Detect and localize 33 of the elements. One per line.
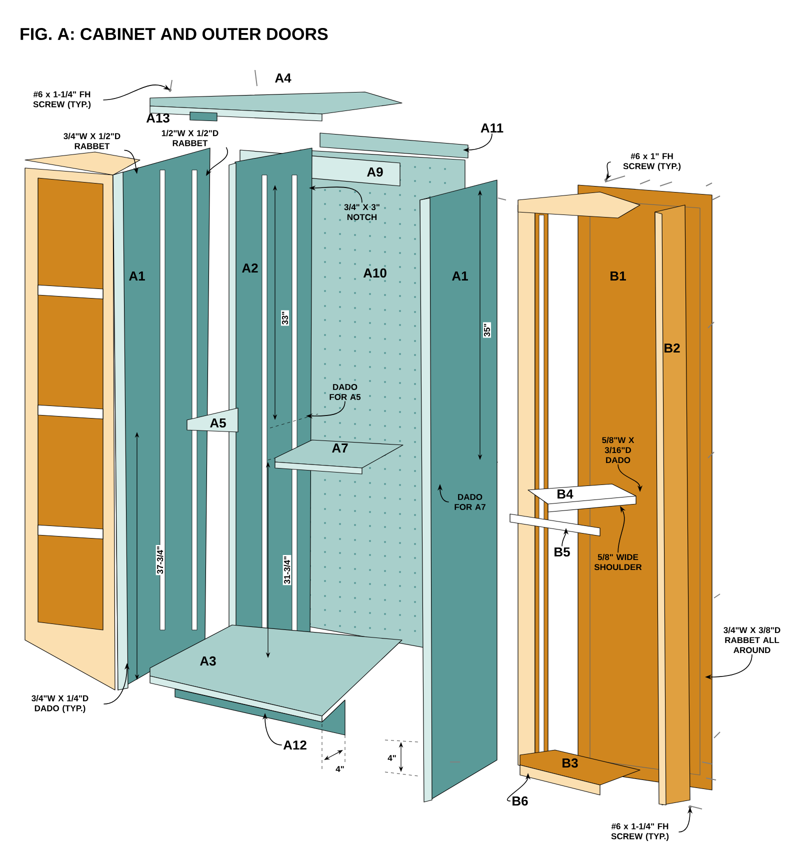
shelf-board: B4 [528,484,636,512]
dimension-label: 4" [336,766,344,772]
cleat-board [510,514,600,536]
part-label: A10 [363,268,386,278]
callout-text: 5/8" WIDE SHOULDER [594,554,642,570]
callout-text: 3/4" X 3" NOTCH [344,204,380,220]
callout-text: DADO FOR A7 [454,494,486,510]
part-label: A4 [275,74,292,82]
title: FIG. A: CABINET AND OUTER DOORS [20,28,328,40]
rail-board [174,688,346,736]
callout-text: #6 x 1-1/4" FH SCREW (TYP.) [33,91,91,109]
part-label: A5 [210,418,226,428]
part-label: A11 [480,124,504,132]
callout-text: #6 x 1-1/4" FH SCREW (TYP.) [611,823,669,841]
callout-text: DADO FOR A5 [330,384,361,400]
dimension-label: 4" [388,755,396,761]
part-label: B5 [554,547,570,557]
part-label: A7 [332,444,348,452]
pegboard-strip [320,132,468,158]
part-label: B2 [664,343,680,353]
callout-text: 1/2"W X 1/2"D RABBET [162,130,218,146]
callout-text: #6 x 1" FH SCREW (TYP.) [623,153,681,171]
callout-text: 3/4"W X 3/8"D RABBET ALL AROUND [724,626,780,654]
part-label: B3 [562,758,578,768]
callout-text: 5/8"W X 3/16"D DADO [602,436,634,464]
screw [168,80,172,92]
part-label: A12 [283,740,306,750]
part-label: A13 [146,113,170,123]
callout-text: 3/4"W X 1/4"D DADO (TYP.) [32,695,88,713]
part-label: B6 [512,796,528,806]
screw [604,176,626,182]
callout-text: 3/4"W X 1/2"D RABBET [64,132,120,150]
screw [688,805,702,810]
